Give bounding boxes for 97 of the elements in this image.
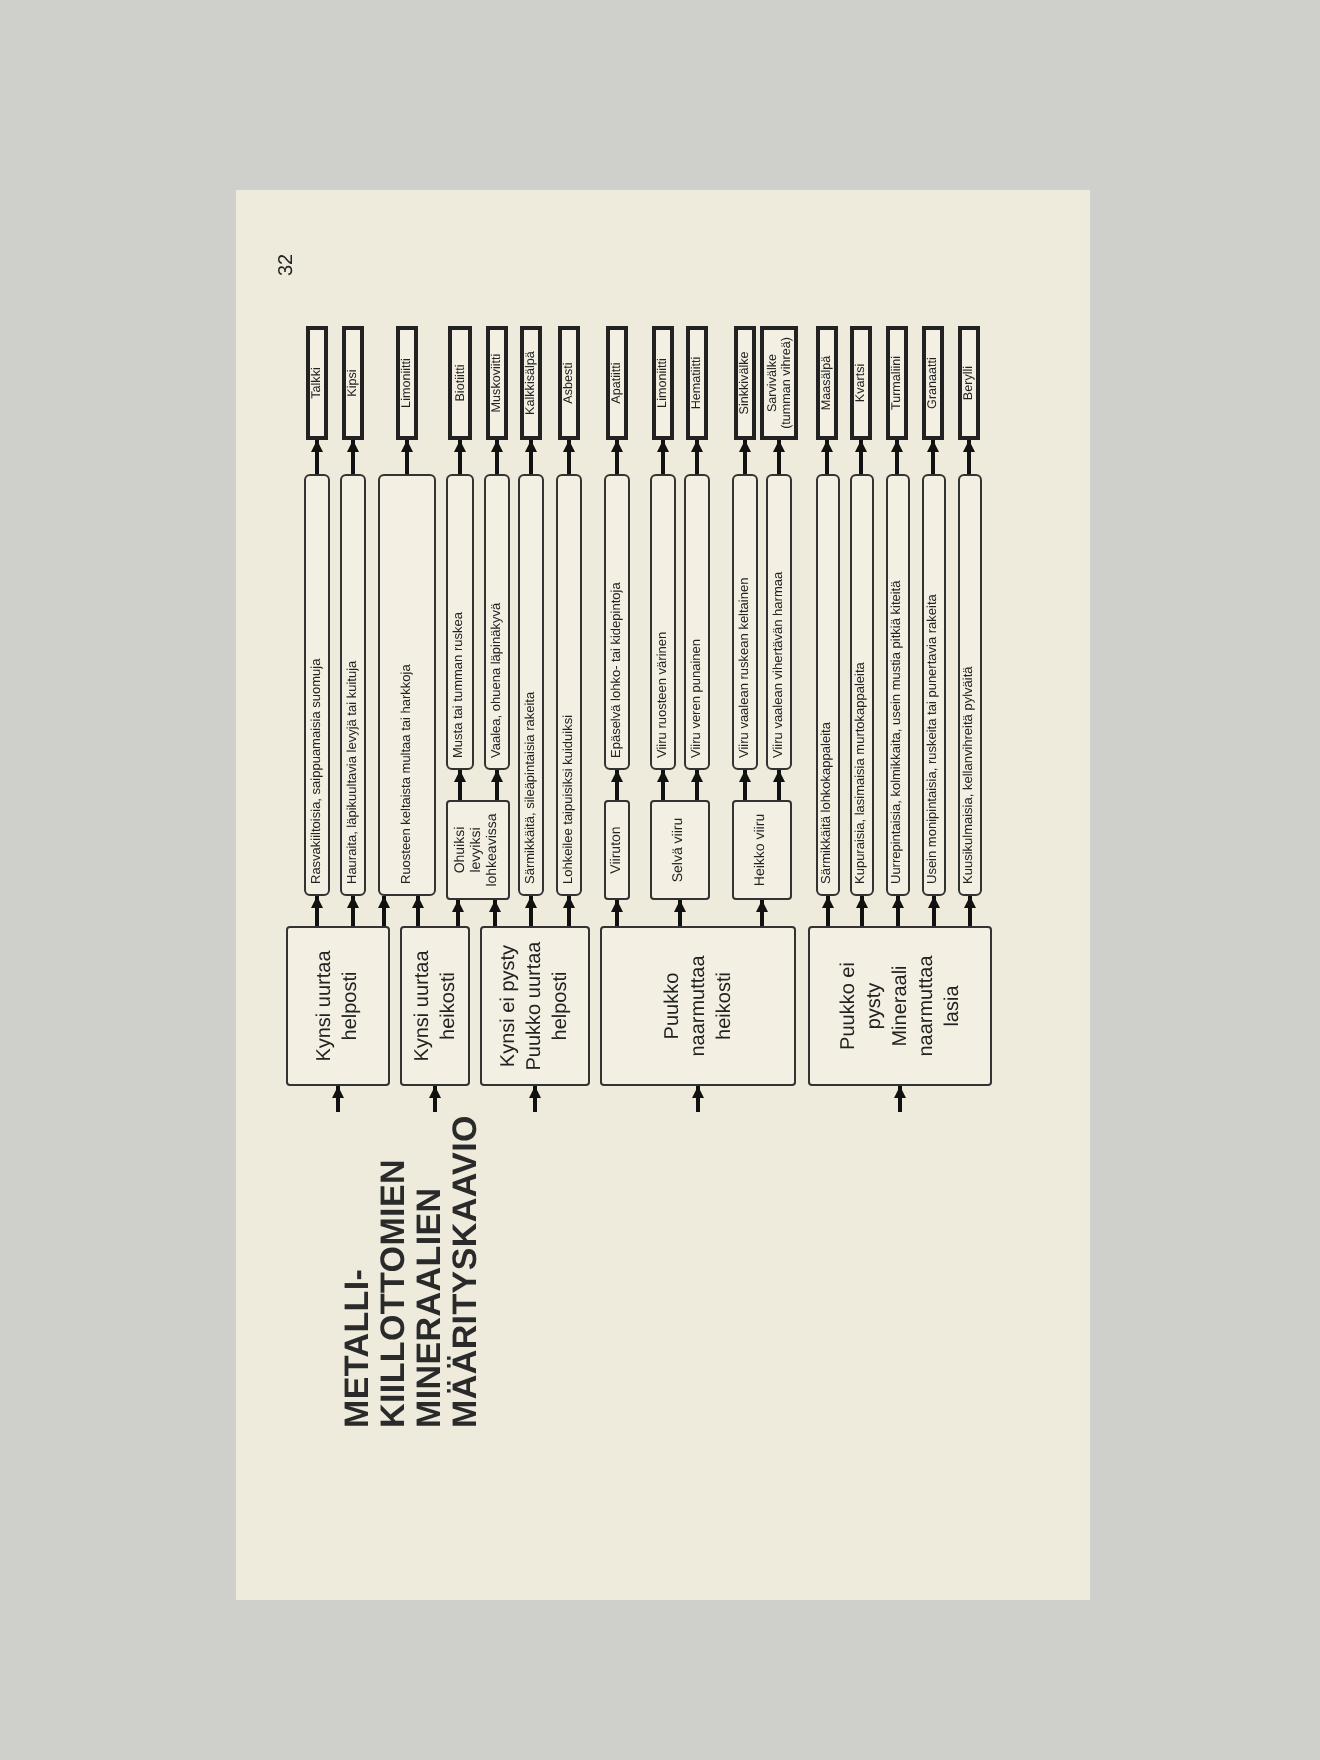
box-subtext: Puukko uurtaa helposti bbox=[522, 939, 574, 1075]
mineral-box bbox=[816, 326, 838, 440]
box-subtext: Mineraali naarmuttaa lasia bbox=[887, 953, 965, 1061]
mineral-box bbox=[486, 326, 508, 440]
property-box bbox=[484, 474, 510, 770]
box-text: Kynsi ei pysty bbox=[496, 944, 522, 1068]
arrow bbox=[347, 440, 359, 474]
property-box bbox=[958, 474, 982, 896]
arrow bbox=[657, 770, 669, 800]
arrow bbox=[822, 896, 834, 926]
property-box bbox=[378, 474, 436, 896]
mineral-box bbox=[686, 326, 708, 440]
arrow bbox=[525, 896, 537, 926]
mineral-box bbox=[922, 326, 944, 440]
arrow bbox=[739, 440, 751, 474]
arrow bbox=[491, 770, 503, 800]
mineral-box bbox=[958, 326, 980, 440]
box-text: Puukko naarmuttaa heikosti bbox=[659, 953, 737, 1061]
arrow bbox=[412, 896, 424, 926]
arrow bbox=[773, 770, 785, 800]
arrow bbox=[692, 1086, 704, 1112]
arrow bbox=[378, 896, 390, 926]
arrow bbox=[563, 896, 575, 926]
mineral-box bbox=[448, 326, 472, 440]
property-box bbox=[732, 474, 758, 770]
arrow bbox=[529, 1086, 541, 1112]
page-number: 32 bbox=[276, 253, 298, 276]
test-box bbox=[286, 926, 390, 1086]
property-box bbox=[684, 474, 710, 770]
mineral-box bbox=[652, 326, 674, 440]
property-box bbox=[886, 474, 910, 896]
arrow bbox=[691, 770, 703, 800]
mineral-box bbox=[850, 326, 872, 440]
mineral-box bbox=[886, 326, 908, 440]
arrow bbox=[332, 1086, 344, 1112]
property-box bbox=[304, 474, 330, 896]
box-text: Puukko ei pysty bbox=[835, 960, 887, 1054]
arrow bbox=[892, 896, 904, 926]
test-box bbox=[600, 926, 796, 1086]
test-box bbox=[808, 926, 992, 1086]
mineral-box bbox=[342, 326, 364, 440]
arrow bbox=[347, 896, 359, 926]
mineral-box bbox=[760, 326, 798, 440]
property-box bbox=[518, 474, 544, 896]
arrow bbox=[927, 440, 939, 474]
mineral-box bbox=[396, 326, 418, 440]
arrow bbox=[891, 440, 903, 474]
sub-test-box bbox=[446, 800, 510, 900]
box-text: Kynsi uurtaa helposti bbox=[312, 948, 364, 1066]
sub-test-box bbox=[732, 800, 792, 900]
box-text: Kynsi uurtaa heikosti bbox=[409, 948, 461, 1066]
arrow bbox=[491, 440, 503, 474]
mineral-box bbox=[520, 326, 542, 440]
arrow bbox=[611, 440, 623, 474]
arrow bbox=[452, 900, 464, 926]
diagram-title: METALLI- KIILLOTTOMIEN MINERAALIEN MÄÄRITYSKAAVIO bbox=[340, 1113, 484, 1428]
property-box bbox=[340, 474, 366, 896]
mineral-box bbox=[606, 326, 628, 440]
mineral-box bbox=[558, 326, 580, 440]
arrow bbox=[454, 770, 466, 800]
arrow bbox=[657, 440, 669, 474]
property-box bbox=[446, 474, 474, 770]
arrow bbox=[773, 440, 785, 474]
arrow bbox=[964, 896, 976, 926]
arrow bbox=[311, 896, 323, 926]
property-box bbox=[556, 474, 582, 896]
arrow bbox=[611, 900, 623, 926]
test-box bbox=[400, 926, 470, 1086]
sub-test-box bbox=[650, 800, 710, 900]
arrow bbox=[855, 440, 867, 474]
property-box bbox=[650, 474, 676, 770]
arrow bbox=[894, 1086, 906, 1112]
property-box bbox=[604, 474, 630, 770]
arrow bbox=[739, 770, 751, 800]
arrow bbox=[525, 440, 537, 474]
arrow bbox=[756, 900, 768, 926]
arrow bbox=[311, 440, 323, 474]
arrow bbox=[563, 440, 575, 474]
arrow bbox=[963, 440, 975, 474]
arrow bbox=[429, 1086, 441, 1112]
test-box bbox=[480, 926, 590, 1086]
mineral-box bbox=[734, 326, 756, 440]
property-box bbox=[922, 474, 946, 896]
arrow bbox=[401, 440, 413, 474]
arrow bbox=[691, 440, 703, 474]
property-box bbox=[766, 474, 792, 770]
mineral-box bbox=[306, 326, 328, 440]
arrow bbox=[611, 770, 623, 800]
sub-test-box bbox=[604, 800, 630, 900]
property-box bbox=[850, 474, 874, 896]
arrow bbox=[821, 440, 833, 474]
arrow bbox=[674, 900, 686, 926]
property-box bbox=[816, 474, 840, 896]
arrow bbox=[454, 440, 466, 474]
arrow bbox=[928, 896, 940, 926]
arrow bbox=[856, 896, 868, 926]
arrow bbox=[489, 900, 501, 926]
